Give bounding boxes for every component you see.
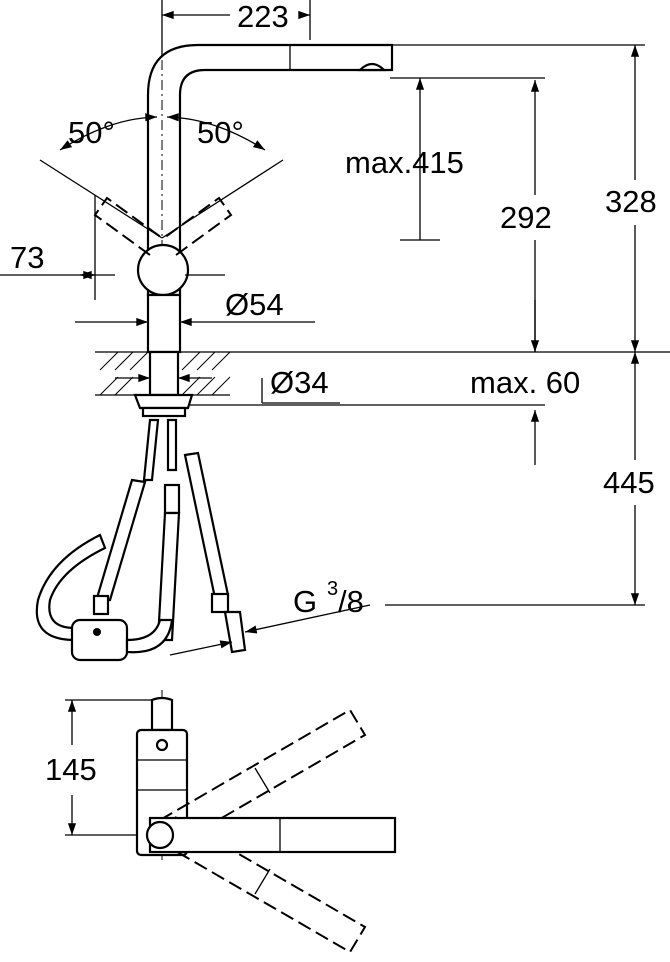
dim-label-328: 328	[605, 184, 657, 219]
dim-label-g-num: 3	[327, 578, 338, 600]
dimension-spout-reach: 223	[161, 0, 311, 70]
dim-label-g-den: /8	[338, 584, 364, 619]
spout-outlet	[357, 62, 387, 72]
dim-label-d54: Ø54	[225, 287, 284, 322]
dim-label-73: 73	[10, 240, 44, 275]
dim-label-g: G	[293, 584, 317, 619]
countertop-section: Ø34 max. 60	[95, 300, 670, 465]
hoses	[35, 418, 247, 662]
dim-label-223: 223	[237, 0, 289, 34]
dim-label-292: 292	[500, 200, 552, 235]
dim-label-50-left: 50°	[68, 115, 115, 150]
dim-label-max60: max. 60	[470, 365, 580, 400]
dimension-handle-offset: 73	[0, 195, 96, 300]
dimension-handle-angles: 50° 50°	[39, 113, 284, 239]
dim-label-145: 145	[45, 752, 97, 787]
dimension-heights: 292 328	[390, 44, 657, 352]
dim-label-d34: Ø34	[270, 365, 329, 400]
dim-label-445: 445	[603, 465, 655, 500]
dimension-max-415: max.415	[345, 78, 464, 241]
dimension-body-diameter: Ø54	[75, 287, 315, 327]
faucet-top-view: 145	[45, 690, 397, 954]
dimension-hose-length: 445 G 3 /8	[169, 352, 655, 656]
dim-label-50-right: 50°	[197, 115, 244, 150]
dim-label-max415: max.415	[345, 145, 464, 180]
faucet-side-view	[80, 20, 394, 354]
